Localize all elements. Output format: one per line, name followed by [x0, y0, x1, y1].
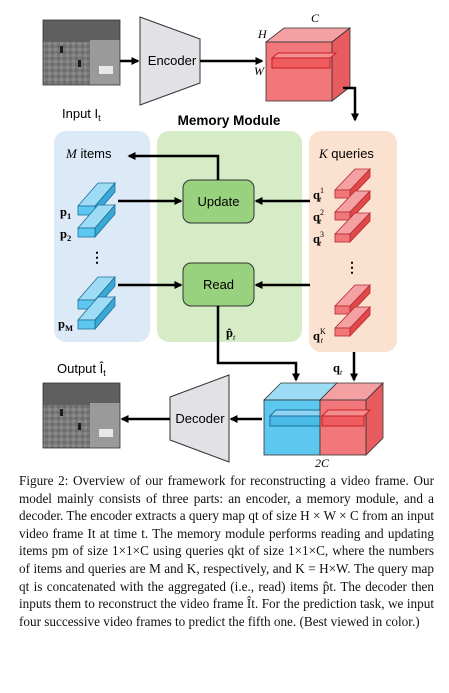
input-label: Input It	[62, 106, 101, 123]
dim-c-label: C	[311, 11, 320, 25]
encoder-label: Encoder	[148, 53, 197, 68]
arrow-featuremap-queries	[343, 86, 359, 122]
memory-item-bar	[77, 203, 116, 239]
update-label: Update	[198, 194, 240, 209]
items-ellipsis: ⋮	[90, 251, 104, 266]
dim-h-label: H	[257, 27, 268, 41]
memory-module-panel	[157, 131, 302, 342]
decoder-trapezoid	[169, 374, 230, 463]
item-label-p2: p2	[60, 227, 71, 243]
query-bar	[334, 212, 371, 243]
figure-caption: Figure 2: Overview of our framework for …	[19, 472, 434, 630]
queries-ellipsis: ⋮	[345, 261, 359, 276]
q-t-label: qt	[333, 361, 343, 377]
query-map-cube	[264, 27, 352, 102]
arrow-update-items	[127, 152, 220, 180]
item-label-p1: p1	[60, 205, 71, 221]
read-label: Read	[203, 277, 234, 292]
queries-title: K queries	[318, 146, 374, 161]
framework-diagram: Input It Encoder H C W Memory Module M i…	[42, 11, 397, 470]
query-bar	[334, 306, 371, 337]
figure-number: Figure 2:	[19, 473, 69, 488]
memory-module-title: Memory Module	[178, 113, 281, 128]
p-hat-label: p̂t	[226, 326, 236, 342]
arrow-read-concat	[216, 306, 300, 382]
encoder-trapezoid	[139, 16, 201, 106]
queries-panel	[309, 131, 397, 352]
output-frame-image	[42, 382, 121, 449]
memory-item-bar	[77, 181, 116, 217]
caption-text: Overview of our framework for reconstruc…	[19, 473, 434, 629]
output-label: Output Ît	[57, 361, 106, 378]
items-panel	[54, 131, 150, 342]
memory-item-bar	[77, 295, 116, 331]
items-title: M items	[65, 146, 112, 161]
input-frame-image	[42, 19, 121, 86]
decoder-label: Decoder	[175, 411, 225, 426]
concat-dim-label: 2C	[315, 456, 330, 470]
dim-w-label: W	[254, 64, 265, 78]
item-label-pM: pM	[58, 317, 73, 333]
concatenated-cube	[263, 382, 384, 456]
